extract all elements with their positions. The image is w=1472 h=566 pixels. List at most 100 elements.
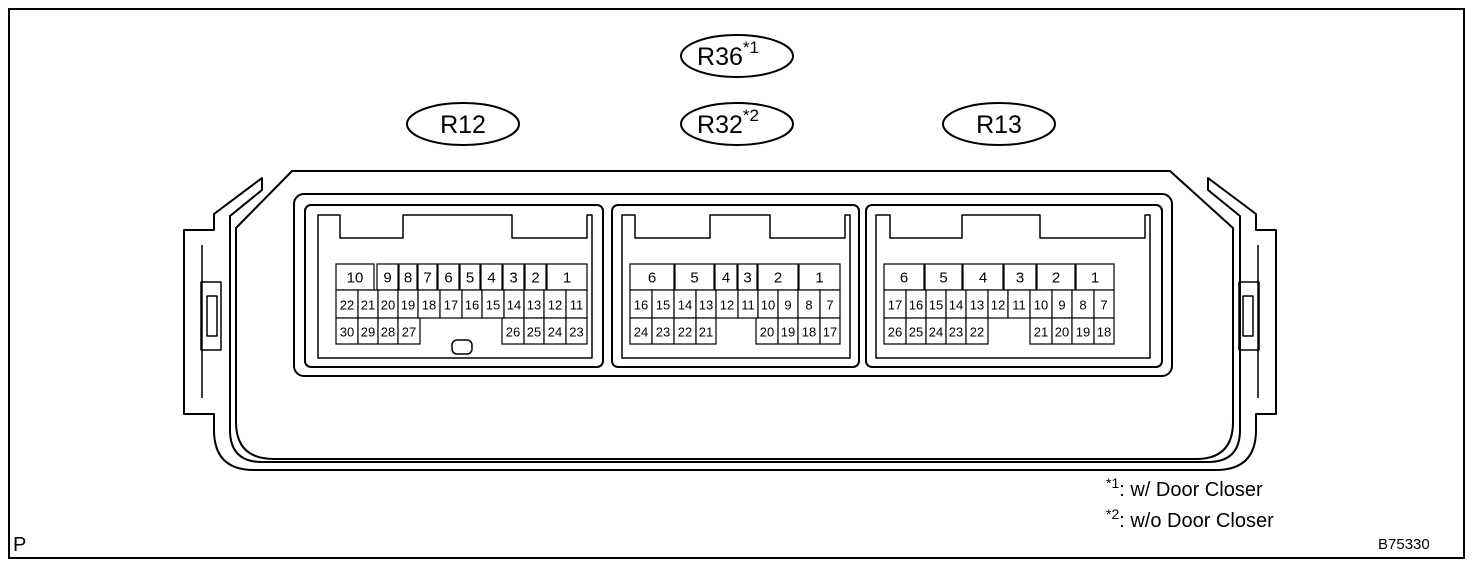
- label-r32-text: R32: [697, 111, 743, 139]
- pin-number: 6: [444, 270, 452, 287]
- figure-id: B75330: [1378, 536, 1430, 553]
- pin-number: 7: [826, 298, 833, 313]
- pin-number: 22: [970, 325, 984, 340]
- pin-number: 12: [720, 298, 734, 313]
- pin-number: 2: [1052, 270, 1060, 287]
- pin-number: 20: [760, 325, 774, 340]
- pin-number: 8: [404, 270, 412, 287]
- pin-number: 1: [563, 270, 571, 287]
- pin-number: 8: [1079, 298, 1086, 313]
- pin-number: 17: [823, 325, 837, 340]
- pin-number: 29: [361, 325, 375, 340]
- pin-number: 26: [888, 325, 902, 340]
- pin-number: 1: [1091, 270, 1099, 287]
- label-r32: R32*2: [680, 102, 794, 146]
- pin-number: 27: [402, 325, 416, 340]
- pin-number: 8: [805, 298, 812, 313]
- pin-cell: [397, 317, 421, 345]
- pin-number: 16: [634, 298, 648, 313]
- pin-cell: [695, 317, 717, 345]
- pin-number: 19: [1076, 325, 1090, 340]
- pin-cell: [819, 317, 841, 345]
- connector-block: [293, 193, 1173, 377]
- label-r12: R12: [406, 102, 520, 146]
- pin-number: 26: [506, 325, 520, 340]
- pin-number: 12: [548, 298, 562, 313]
- pin-number: 23: [569, 325, 583, 340]
- pin-number: 23: [656, 325, 670, 340]
- note-2: *2: w/o Door Closer: [1106, 506, 1274, 532]
- pin-number: 13: [970, 298, 984, 313]
- pin-number: 21: [699, 325, 713, 340]
- pin-number: 16: [465, 298, 479, 313]
- label-r13: R13: [942, 102, 1056, 146]
- pin-number: 24: [548, 325, 562, 340]
- pin-number: 7: [1100, 298, 1107, 313]
- pin-number: 14: [678, 298, 692, 313]
- svg-text:*1: w/ Door Closer: *1: w/ Door Closer: [1106, 475, 1263, 501]
- pin-number: 21: [361, 298, 375, 313]
- pin-cell: [757, 263, 799, 291]
- pin-cell: [1003, 263, 1037, 291]
- pin-number: 19: [401, 298, 415, 313]
- corner-letter: P: [13, 534, 26, 556]
- pin-number: 24: [929, 325, 943, 340]
- note-1-text: : w/ Door Closer: [1119, 479, 1263, 501]
- label-r13-text: R13: [976, 111, 1022, 139]
- pin-cell: [1093, 317, 1115, 345]
- svg-text:R32*2: R32*2: [697, 106, 759, 139]
- pin-cell: [1036, 263, 1076, 291]
- label-r36: R36*1: [680, 34, 794, 78]
- pin-number: 30: [340, 325, 354, 340]
- pin-number: 25: [909, 325, 923, 340]
- pin-number: 14: [507, 298, 521, 313]
- pin-number: 19: [781, 325, 795, 340]
- ecu-housing: [183, 170, 1277, 471]
- note-2-mark: *2: [1106, 506, 1119, 522]
- label-r12-text: R12: [440, 111, 486, 139]
- pin-number: 4: [979, 270, 987, 287]
- pin-number: 11: [570, 298, 584, 313]
- svg-text:R36*1: R36*1: [697, 38, 759, 71]
- pin-number: 5: [690, 270, 698, 287]
- pin-number: 12: [991, 298, 1005, 313]
- pin-cell: [546, 263, 588, 291]
- pin-number: 21: [1034, 325, 1048, 340]
- pin-number: 10: [1034, 298, 1048, 313]
- note-1: *1: w/ Door Closer: [1106, 475, 1263, 501]
- pin-number: 20: [381, 298, 395, 313]
- pin-number: 22: [678, 325, 692, 340]
- pin-number: 3: [743, 270, 751, 287]
- pin-number: 20: [1055, 325, 1069, 340]
- pin-number: 15: [929, 298, 943, 313]
- svg-text:*2: w/o Door Closer: *2: w/o Door Closer: [1106, 506, 1274, 532]
- pin-number: 6: [900, 270, 908, 287]
- pin-number: 9: [383, 270, 391, 287]
- pin-number: 10: [347, 270, 364, 287]
- pin-number: 4: [487, 270, 495, 287]
- pin-number: 6: [648, 270, 656, 287]
- label-r36-text: R36: [697, 43, 743, 71]
- pin-number: 17: [888, 298, 902, 313]
- pin-number: 5: [466, 270, 474, 287]
- note-2-text: : w/o Door Closer: [1119, 510, 1274, 532]
- pin-cell: [629, 263, 675, 291]
- pin-cell: [965, 317, 989, 345]
- pin-number: 1: [815, 270, 823, 287]
- pin-number: 16: [909, 298, 923, 313]
- pin-number: 2: [774, 270, 782, 287]
- pin-number: 15: [486, 298, 500, 313]
- pin-number: 11: [741, 298, 755, 313]
- pin-number: 5: [939, 270, 947, 287]
- pin-number: 23: [949, 325, 963, 340]
- pin-number: 11: [1012, 298, 1026, 313]
- pin-number: 13: [699, 298, 713, 313]
- pin-number: 9: [784, 298, 791, 313]
- pin-number: 18: [802, 325, 816, 340]
- pin-cell: [335, 263, 375, 291]
- pin-number: 28: [381, 325, 395, 340]
- pin-number: 14: [949, 298, 963, 313]
- pin-number: 13: [527, 298, 541, 313]
